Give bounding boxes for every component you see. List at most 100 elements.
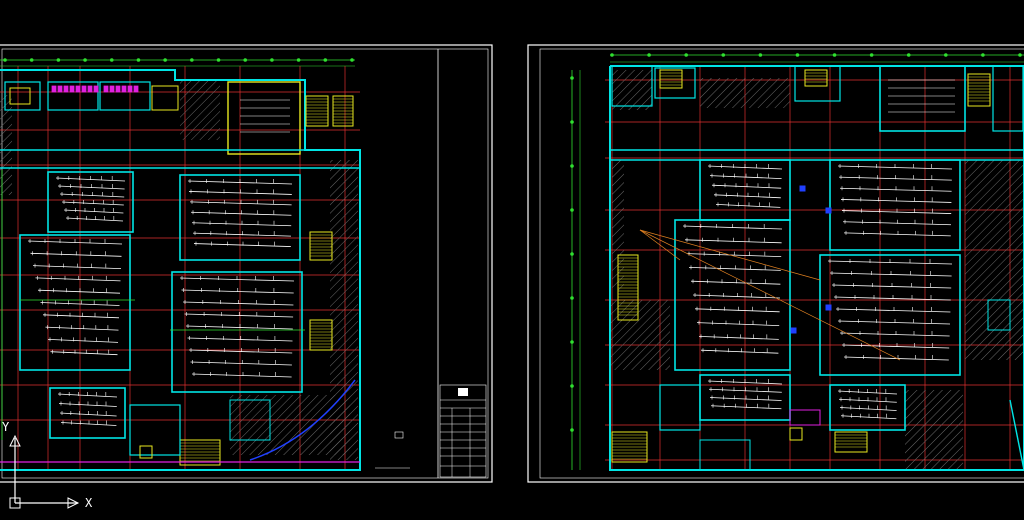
auditorium-wall bbox=[49, 387, 126, 439]
marker bbox=[825, 207, 832, 214]
grid-bubble bbox=[350, 58, 354, 62]
seat-row bbox=[713, 194, 781, 199]
grid-bubble bbox=[216, 58, 221, 62]
auditorium-wall bbox=[47, 171, 134, 233]
ucs-y-label: Y bbox=[2, 420, 10, 434]
seat-row bbox=[842, 221, 952, 226]
hatch-area bbox=[612, 160, 624, 290]
sheet-right[interactable] bbox=[527, 44, 1024, 483]
grid-bubble bbox=[570, 340, 574, 344]
grid-bubble bbox=[570, 208, 574, 212]
site-line bbox=[1009, 399, 1024, 471]
floor-plan-left[interactable] bbox=[0, 58, 410, 471]
grid-bubble bbox=[296, 58, 301, 62]
seat-row bbox=[184, 313, 294, 318]
grid-bubble bbox=[570, 428, 574, 432]
annotation-mark bbox=[394, 431, 404, 439]
auditorium-wall bbox=[19, 234, 131, 371]
toilet-fixture bbox=[57, 85, 63, 93]
seat-row bbox=[696, 322, 780, 326]
ucs-icon bbox=[9, 434, 80, 509]
auditorium-wall bbox=[819, 254, 961, 376]
seat-row bbox=[191, 222, 292, 227]
seat-row bbox=[50, 351, 118, 356]
hatch-area bbox=[965, 160, 1024, 360]
room bbox=[879, 65, 966, 132]
toilet-fixture bbox=[51, 85, 57, 93]
floor-plan-right[interactable] bbox=[570, 53, 1024, 471]
grid-bubble bbox=[270, 58, 274, 62]
stair bbox=[617, 254, 639, 321]
seat-row bbox=[831, 284, 952, 289]
auditorium-wall bbox=[674, 219, 791, 371]
grid-bubble bbox=[56, 58, 61, 62]
room bbox=[992, 65, 1024, 132]
grid-bubble bbox=[832, 53, 837, 57]
grid-bubble bbox=[684, 53, 688, 57]
hatch-area bbox=[0, 95, 12, 195]
seat-row bbox=[188, 349, 293, 354]
room bbox=[229, 399, 271, 441]
room bbox=[659, 384, 701, 431]
marker bbox=[825, 304, 832, 311]
elevator bbox=[139, 445, 153, 459]
hatch-area bbox=[700, 78, 790, 108]
seat-row bbox=[45, 326, 119, 331]
hatch-area bbox=[230, 395, 350, 455]
grid-bubble bbox=[243, 58, 248, 62]
toilet-room bbox=[47, 81, 99, 111]
toilet-fixture bbox=[127, 85, 133, 93]
auditorium-wall bbox=[179, 174, 301, 261]
toilet-room bbox=[789, 409, 821, 426]
grid-bubble bbox=[83, 58, 87, 62]
seat-row bbox=[40, 302, 120, 306]
toilet-room bbox=[4, 81, 41, 111]
toilet-fixture bbox=[63, 85, 69, 93]
seat-row bbox=[190, 361, 292, 366]
toilet-fixture bbox=[87, 85, 93, 93]
grid-bubble bbox=[981, 53, 985, 57]
projection-line bbox=[639, 229, 821, 281]
stair bbox=[309, 231, 333, 261]
seat-row bbox=[191, 373, 292, 378]
hatch-area bbox=[610, 300, 670, 370]
seat-row bbox=[35, 277, 121, 282]
grid-bubble bbox=[795, 53, 800, 57]
seat-row bbox=[694, 308, 780, 313]
grid-bubble bbox=[869, 53, 874, 57]
toilet-fixture bbox=[81, 85, 87, 93]
room bbox=[611, 65, 653, 107]
grid-bubble bbox=[323, 58, 328, 62]
auditorium-wall bbox=[171, 271, 303, 393]
grid-bubble bbox=[109, 58, 114, 62]
grid-bubble bbox=[570, 252, 574, 256]
toilet-fixture bbox=[115, 85, 121, 93]
seat-row bbox=[690, 280, 781, 285]
sheet-left[interactable] bbox=[0, 44, 493, 483]
seat-row bbox=[47, 339, 119, 343]
room bbox=[129, 404, 181, 456]
seat-row bbox=[32, 265, 122, 269]
grid-bubble bbox=[570, 120, 574, 124]
room bbox=[654, 67, 696, 99]
seat-row bbox=[841, 210, 952, 214]
seat-row bbox=[841, 344, 950, 349]
elevator bbox=[9, 87, 31, 105]
seat-row bbox=[686, 253, 782, 257]
sheet-right-inner-frame bbox=[539, 48, 1024, 479]
grid-bubble bbox=[3, 58, 7, 62]
elevator bbox=[151, 85, 179, 111]
room bbox=[794, 65, 841, 102]
grid-bubble bbox=[1018, 53, 1022, 57]
grid-bubble bbox=[647, 53, 651, 57]
toilet-fixture bbox=[103, 85, 109, 93]
marker bbox=[790, 327, 797, 334]
room bbox=[227, 81, 301, 155]
room bbox=[987, 299, 1011, 331]
stair bbox=[834, 431, 868, 453]
seat-row bbox=[715, 204, 781, 208]
grid-bubble bbox=[136, 58, 141, 62]
stair bbox=[967, 73, 991, 107]
